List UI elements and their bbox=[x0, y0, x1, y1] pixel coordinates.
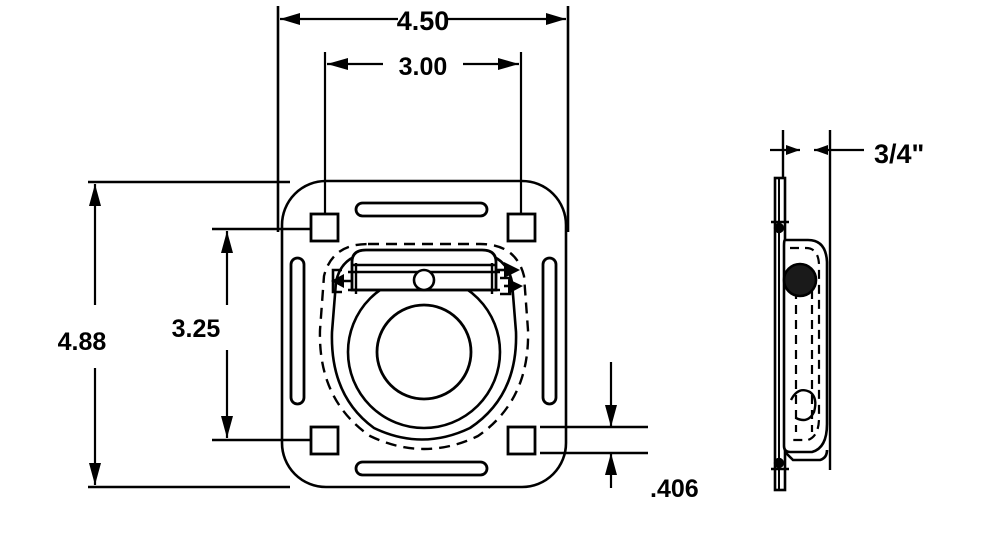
front-view bbox=[88, 6, 648, 489]
label-three-quarter-inch: 3/4" bbox=[874, 139, 924, 169]
label-406: .406 bbox=[650, 475, 699, 503]
side-ring-lower-arc bbox=[789, 389, 817, 422]
arrowhead-325-bottom bbox=[221, 416, 233, 438]
label-3-25: 3.25 bbox=[172, 315, 221, 343]
arrowhead-406-bottom bbox=[605, 453, 617, 475]
latch-bar-assembly bbox=[331, 248, 523, 296]
label-3-00: 3.00 bbox=[399, 53, 448, 81]
side-bolt-top-head bbox=[773, 222, 785, 234]
bolt-hole-bottom-right bbox=[506, 425, 537, 456]
latch-arrow-right-head-bottom bbox=[508, 279, 523, 294]
arrowhead-406-top bbox=[605, 405, 617, 427]
extension-lines-three-quarter bbox=[781, 130, 832, 470]
latch-pivot-hole bbox=[412, 268, 436, 292]
arrowhead-300-right bbox=[498, 58, 519, 70]
extension-lines-3-25 bbox=[212, 227, 318, 442]
side-bracket-foot bbox=[784, 449, 829, 462]
side-bolt-bottom-head bbox=[773, 457, 785, 469]
side-ring-pivot bbox=[782, 262, 818, 298]
bolt-hole-top-right bbox=[506, 212, 537, 243]
extension-lines-406 bbox=[540, 425, 648, 455]
arrowhead-325-top bbox=[221, 231, 233, 253]
latch-arrow-left-head bbox=[331, 274, 344, 288]
bolt-hole-bottom-left bbox=[309, 425, 340, 456]
side-bracket-hidden-lines bbox=[790, 246, 821, 442]
arrowhead-488-top bbox=[89, 184, 101, 206]
side-bolt-bottom bbox=[771, 457, 789, 471]
slot-top bbox=[354, 201, 489, 218]
slot-right bbox=[541, 256, 558, 406]
label-4-88: 4.88 bbox=[58, 328, 107, 356]
arrowhead-300-left bbox=[327, 58, 348, 70]
center-ring-hole bbox=[375, 303, 473, 401]
arrowhead-34-left bbox=[786, 145, 800, 155]
arrowhead-488-bottom bbox=[89, 463, 101, 485]
extension-lines-4-50 bbox=[276, 6, 570, 232]
arrowhead-34-right bbox=[814, 145, 828, 155]
side-view bbox=[770, 130, 864, 492]
extension-lines-4-88 bbox=[88, 180, 290, 489]
side-hidden-outer bbox=[790, 246, 821, 442]
slot-left bbox=[289, 256, 306, 406]
label-4-50: 4.50 bbox=[397, 6, 450, 36]
recess-hidden-outline bbox=[318, 242, 530, 451]
latch-arrow-right-head-top bbox=[504, 262, 520, 278]
slot-bottom bbox=[354, 460, 489, 477]
side-bolt-top bbox=[771, 220, 789, 234]
arrowhead-450-right bbox=[546, 13, 566, 25]
arrowhead-450-left bbox=[280, 13, 300, 25]
extension-lines-3-00 bbox=[323, 52, 523, 226]
anchor-plate-outline bbox=[280, 179, 568, 489]
bolt-hole-top-left bbox=[309, 212, 340, 243]
